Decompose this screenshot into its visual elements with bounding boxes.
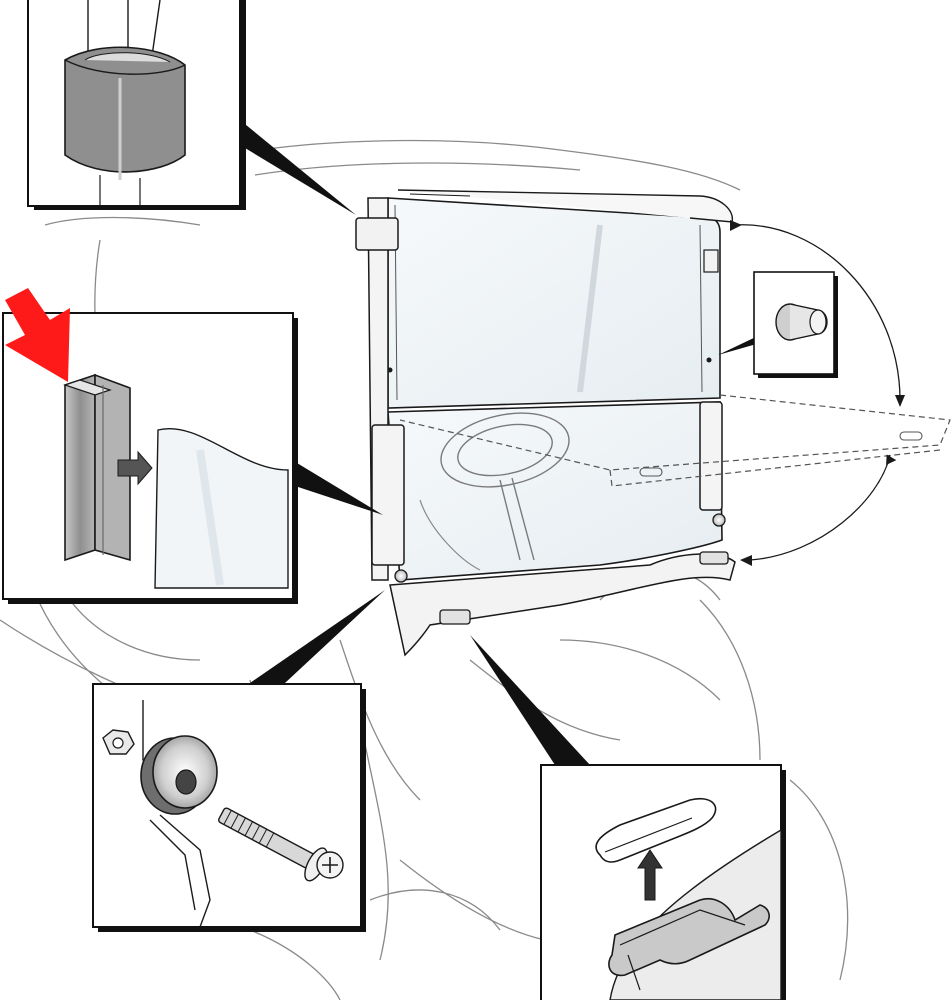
upper-windshield-panel: [387, 197, 721, 409]
lower-left-bolt: [394, 569, 408, 583]
bumper-icon: [775, 303, 828, 341]
lower-right-bolt: [712, 513, 726, 527]
top-corner-clip: [355, 217, 399, 251]
windshield-edge-piece: [154, 428, 289, 589]
callout-leaders: [240, 120, 760, 765]
fold-motion-arrows: [734, 224, 901, 561]
lower-clip-detail: [540, 764, 786, 1000]
insert-arrow: [117, 450, 153, 486]
right-hinge-channel: [699, 401, 723, 511]
lower-mount-brace: [389, 553, 736, 657]
top-corner-clip-detail: [27, 0, 246, 210]
windshield-assembly: [355, 189, 736, 657]
brace-slot-clip: [439, 551, 729, 625]
bolt-grommet-detail: [92, 683, 366, 932]
rubber-bumper-detail: [753, 271, 838, 378]
lower-windshield-panel: [387, 401, 723, 581]
red-highlight-arrow: [5, 288, 70, 382]
bolt-grommet-icon: [102, 700, 344, 928]
hinge-channel-detail: [2, 312, 298, 604]
corner-clip-icon: [64, 0, 186, 206]
slot-clip-icon: [595, 798, 770, 991]
left-hinge-channel: [371, 424, 405, 566]
steering-wheel: [440, 412, 570, 561]
h-channel-icon: [63, 373, 131, 562]
folded-panel-outline: [399, 394, 951, 487]
